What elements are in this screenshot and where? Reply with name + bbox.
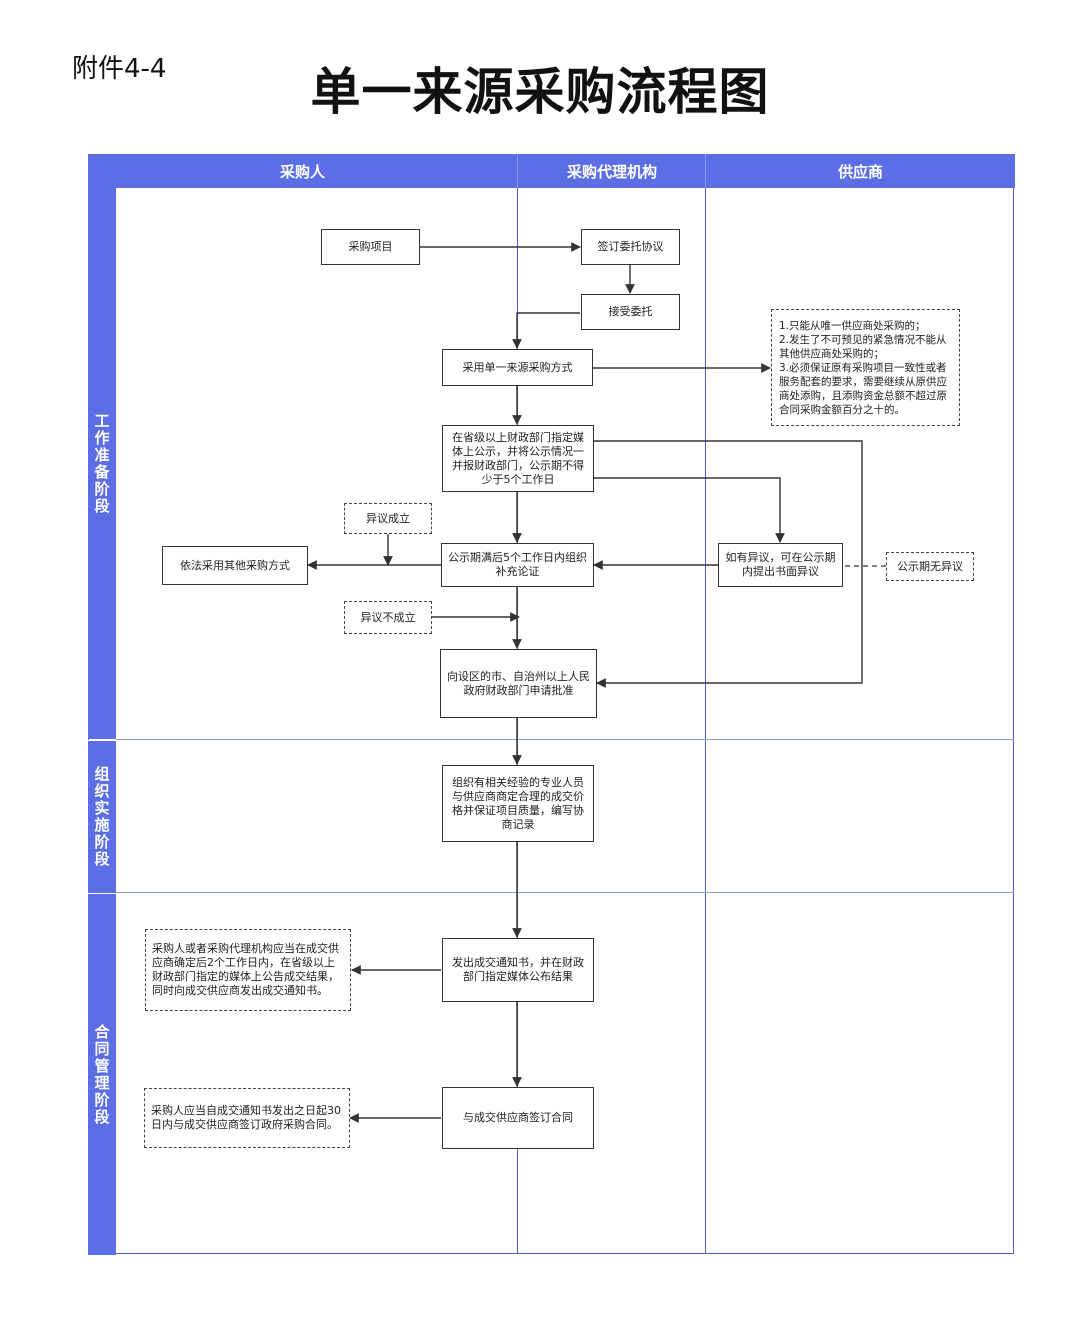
- node-negotiate: 组织有相关经验的专业人员与供应商商定合理的成交价格并保证项目质量，编写协商记录: [442, 765, 594, 842]
- note-applicable-conditions: 1.只能从唯一供应商处采购的； 2.发生了不可预见的紧急情况不能从其他供应商处采…: [771, 309, 960, 426]
- page-title: 单一来源采购流程图: [310, 63, 770, 121]
- note-contract-deadline: 采购人应当自成交通知书发出之日起30日内与成交供应商签订政府采购合同。: [144, 1088, 350, 1148]
- node-sign-agreement: 签订委托协议: [581, 229, 680, 265]
- node-adopt-single-source: 采用单一来源采购方式: [442, 349, 593, 386]
- column-divider-2: [705, 188, 706, 1254]
- stage-divider-1: [116, 739, 1014, 740]
- node-accept-commission: 接受委托: [581, 294, 680, 330]
- node-issue-notice: 发出成交通知书，并在财政部门指定媒体公布结果: [442, 938, 594, 1002]
- column-header-supplier: 供应商: [705, 154, 1015, 188]
- node-publicize: 在省级以上财政部门指定媒体上公示，并将公示情况一并报财政部门，公示期不得少于5个…: [442, 425, 594, 492]
- stage-label-implementation: 组织实施阶段: [88, 740, 116, 893]
- note-objection-valid: 异议成立: [344, 503, 432, 534]
- arrow-publicize-to-supplier: [594, 477, 785, 543]
- note-objection-invalid: 异议不成立: [344, 601, 432, 634]
- node-procurement-project: 采购项目: [321, 229, 420, 265]
- note-announce-result: 采购人或者采购代理机构应当在成交供应商确定后2个工作日内，在省级以上财政部门指定…: [145, 929, 351, 1011]
- node-supplier-objection: 如有异议，可在公示期内提出书面异议: [718, 543, 843, 587]
- node-sign-contract: 与成交供应商签订合同: [442, 1087, 594, 1149]
- arrow-publicize-to-approval: [594, 440, 863, 688]
- arrow-accept-to-method: [512, 312, 580, 349]
- stage-label-preparation: 工作准备阶段: [88, 188, 116, 739]
- stage-label-contract: 合同管理阶段: [88, 893, 116, 1255]
- stage-divider-2: [116, 892, 1014, 893]
- annex-label: 附件4-4: [72, 54, 167, 84]
- column-header-agency: 采购代理机构: [517, 154, 706, 188]
- column-header-purchaser: 采购人: [88, 154, 517, 188]
- node-other-methods: 依法采用其他采购方式: [162, 546, 308, 585]
- note-no-objection: 公示期无异议: [886, 552, 974, 581]
- node-supplementary-review: 公示期满后5个工作日内组织补充论证: [441, 543, 594, 587]
- node-apply-approval: 向设区的市、自治州以上人民政府财政部门申请批准: [440, 649, 597, 718]
